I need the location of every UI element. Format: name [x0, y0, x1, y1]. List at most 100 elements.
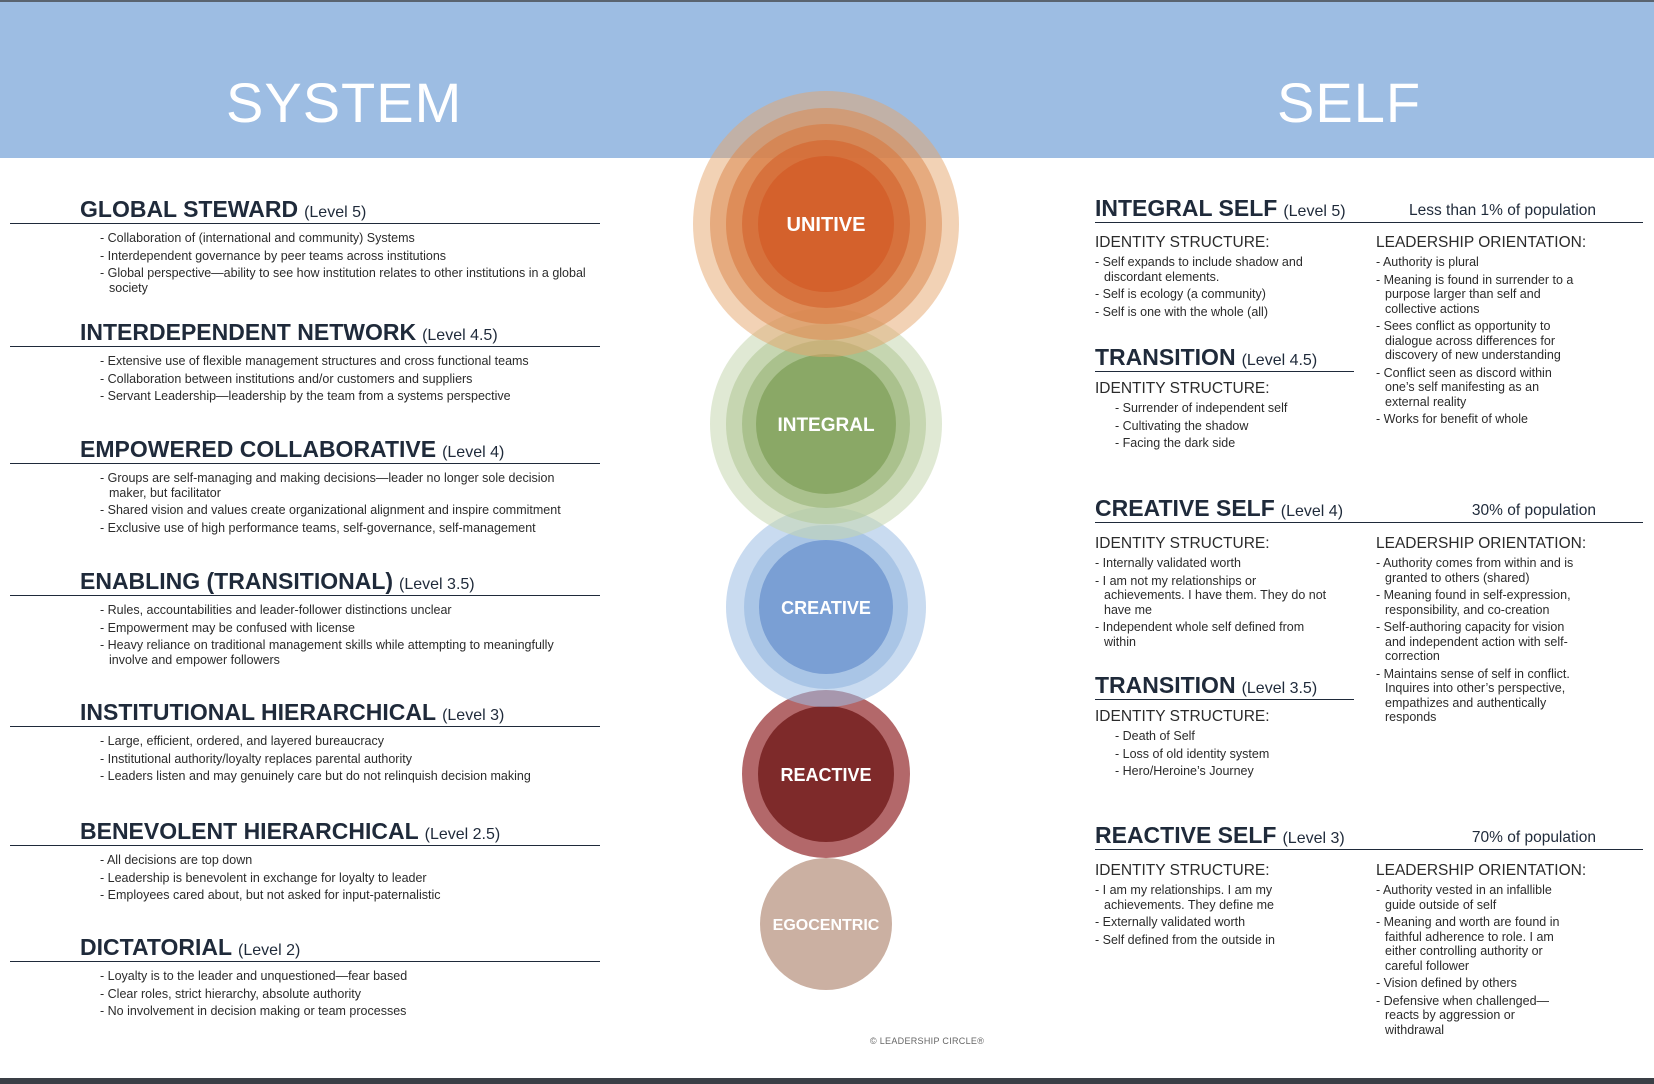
bullet: Groups are self-managing and making deci… [100, 471, 590, 500]
bullet: Self-authoring capacity for vision and i… [1376, 620, 1576, 664]
level-name: GLOBAL STEWARD [80, 196, 299, 222]
copyright: © LEADERSHIP CIRCLE® [870, 1036, 985, 1046]
unitive-label: UNITIVE [787, 214, 866, 236]
bullet: All decisions are top down [100, 853, 590, 868]
reactive-label: REACTIVE [780, 765, 871, 785]
bullet: Independent whole self defined from with… [1095, 620, 1327, 649]
bullet: Externally validated worth [1095, 915, 1327, 930]
integral-identity: IDENTITY STRUCTURE: Self expands to incl… [1095, 226, 1355, 322]
population-stat: Less than 1% of population [1409, 202, 1596, 219]
system-level-5: GLOBAL STEWARD(Level 5) Collaboration of… [10, 190, 600, 298]
level-number: (Level 2.5) [424, 826, 501, 843]
population-stat: 70% of population [1471, 829, 1596, 846]
bullet: Large, efficient, ordered, and layered b… [100, 734, 590, 749]
population-stat: 30% of population [1471, 502, 1596, 519]
reactive-circle: REACTIVE [742, 690, 910, 858]
creative-leadership: LEADERSHIP ORIENTATION: Authority comes … [1376, 527, 1606, 728]
bullet: Leaders listen and may genuinely care bu… [100, 769, 590, 784]
level-number: (Level 3) [1282, 830, 1345, 847]
bullet: Defensive when challenged—reacts by aggr… [1376, 994, 1576, 1038]
system-level-2-5: BENEVOLENT HIERARCHICAL (Level 2.5) All d… [10, 812, 600, 906]
bullet: Works for benefit of whole [1376, 412, 1576, 427]
leadership-heading: LEADERSHIP ORIENTATION: [1376, 535, 1587, 552]
level-number: (Level 5) [1283, 203, 1346, 220]
system-level-2: DICTATORIAL(Level 2) Loyalty is to the l… [10, 928, 600, 1022]
bullet: Institutional authority/loyalty replaces… [100, 752, 590, 767]
bullet: Cultivating the shadow [1115, 419, 1354, 434]
integral-label: INTEGRAL [777, 415, 875, 436]
bullet: Maintains sense of self in conflict. Inq… [1376, 667, 1576, 725]
system-level-4-5: INTERDEPENDENT NETWORK (Level 4.5) Extens… [10, 313, 600, 407]
bullet: Leadership is benevolent in exchange for… [100, 871, 590, 886]
bullet: Authority is plural [1376, 255, 1576, 270]
level-name: EMPOWERED COLLABORATIVE [80, 436, 437, 462]
bullet: Authority vested in an infallible guide … [1376, 883, 1576, 912]
system-level-3: INSTITUTIONAL HIERARCHICAL (Level 3) Larg… [10, 693, 600, 787]
bullet: Vision defined by others [1376, 976, 1576, 991]
top-border [0, 0, 1654, 2]
level-name: DICTATORIAL [80, 934, 233, 960]
level-name: CREATIVE SELF [1095, 495, 1275, 521]
self-title: SELF [1277, 71, 1422, 134]
level-number: (Level 4.5) [422, 327, 498, 344]
level-name: TRANSITION [1095, 672, 1236, 698]
level-number: (Level 4.5) [1241, 352, 1318, 369]
bullet: Self is one with the whole (all) [1095, 305, 1327, 320]
system-level-4: EMPOWERED COLLABORATIVE (Level 4) Groups … [10, 430, 600, 538]
level-name: BENEVOLENT HIERARCHICAL [80, 818, 419, 844]
transition-4-5: TRANSITION (Level 4.5) IDENTITY STRUCTURE… [1095, 337, 1354, 454]
egocentric-circle: EGOCENTRIC [760, 858, 892, 990]
bullet: Internally validated worth [1095, 556, 1327, 571]
bullet: Self defined from the outside in [1095, 933, 1327, 948]
bullet: Loss of old identity system [1115, 747, 1354, 762]
creative-self: CREATIVE SELF (Level 4) 30% of population [1095, 487, 1643, 523]
bullet: Authority comes from within and is grant… [1376, 556, 1576, 585]
level-name: INSTITUTIONAL HIERARCHICAL [80, 699, 437, 725]
bullet: Surrender of independent self [1115, 401, 1354, 416]
identity-heading: IDENTITY STRUCTURE: [1095, 234, 1270, 251]
bullet: I am not my relationships or achievement… [1095, 574, 1327, 618]
identity-heading: IDENTITY STRUCTURE: [1095, 862, 1270, 879]
bullet: Meaning and worth are found in faithful … [1376, 915, 1576, 973]
bullet: Collaboration between institutions and/o… [100, 372, 590, 387]
reactive-self: REACTIVE SELF (Level 3) 70% of population [1095, 815, 1643, 850]
bullet: Empowerment may be confused with license [100, 621, 590, 636]
bullet: Loyalty is to the leader and unquestione… [100, 969, 590, 984]
bullet: Extensive use of flexible management str… [100, 354, 590, 369]
creative-circle: CREATIVE [726, 507, 926, 707]
bullet: Interdependent governance by peer teams … [100, 249, 590, 264]
integral-circle: INTEGRAL [710, 308, 942, 540]
identity-heading: IDENTITY STRUCTURE: [1095, 380, 1270, 397]
bullet: No involvement in decision making or tea… [100, 1004, 590, 1019]
level-name: TRANSITION [1095, 344, 1236, 370]
bullet: Shared vision and values create organiza… [100, 503, 590, 518]
level-number: (Level 3.5) [399, 576, 475, 593]
reactive-identity: IDENTITY STRUCTURE: I am my relationship… [1095, 854, 1355, 950]
creative-identity: IDENTITY STRUCTURE: Internally validated… [1095, 527, 1355, 652]
bullet: Conflict seen as discord within one’s se… [1376, 366, 1576, 410]
bullet: Global perspective—ability to see how in… [100, 266, 590, 295]
identity-heading: IDENTITY STRUCTURE: [1095, 708, 1270, 725]
level-number: (Level 4) [442, 444, 505, 461]
bullet: Heavy reliance on traditional management… [100, 638, 590, 667]
level-number: (Level 4) [1280, 503, 1344, 520]
system-level-3-5: ENABLING (TRANSITIONAL)(Level 3.5) Rules… [10, 562, 600, 670]
egocentric-label: EGOCENTRIC [773, 917, 880, 934]
reactive-leadership: LEADERSHIP ORIENTATION: Authority vested… [1376, 854, 1606, 1040]
leadership-heading: LEADERSHIP ORIENTATION: [1376, 862, 1587, 879]
transition-3-5: TRANSITION (Level 3.5) IDENTITY STRUCTURE… [1095, 665, 1354, 782]
bullet: I am my relationships. I am my achieveme… [1095, 883, 1327, 912]
bullet: Sees conflict as opportunity to dialogue… [1376, 319, 1576, 363]
bottom-border [0, 1078, 1654, 1084]
system-title: SYSTEM [226, 71, 463, 134]
level-number: (Level 5) [304, 204, 367, 221]
bullet: Servant Leadership—leadership by the tea… [100, 389, 590, 404]
level-number: (Level 3) [442, 707, 505, 724]
bullet: Death of Self [1115, 729, 1354, 744]
level-name: REACTIVE SELF [1095, 822, 1277, 848]
level-number: (Level 3.5) [1241, 680, 1318, 697]
level-name: INTERDEPENDENT NETWORK [80, 319, 417, 345]
identity-heading: IDENTITY STRUCTURE: [1095, 535, 1270, 552]
level-name: INTEGRAL SELF [1095, 195, 1278, 221]
